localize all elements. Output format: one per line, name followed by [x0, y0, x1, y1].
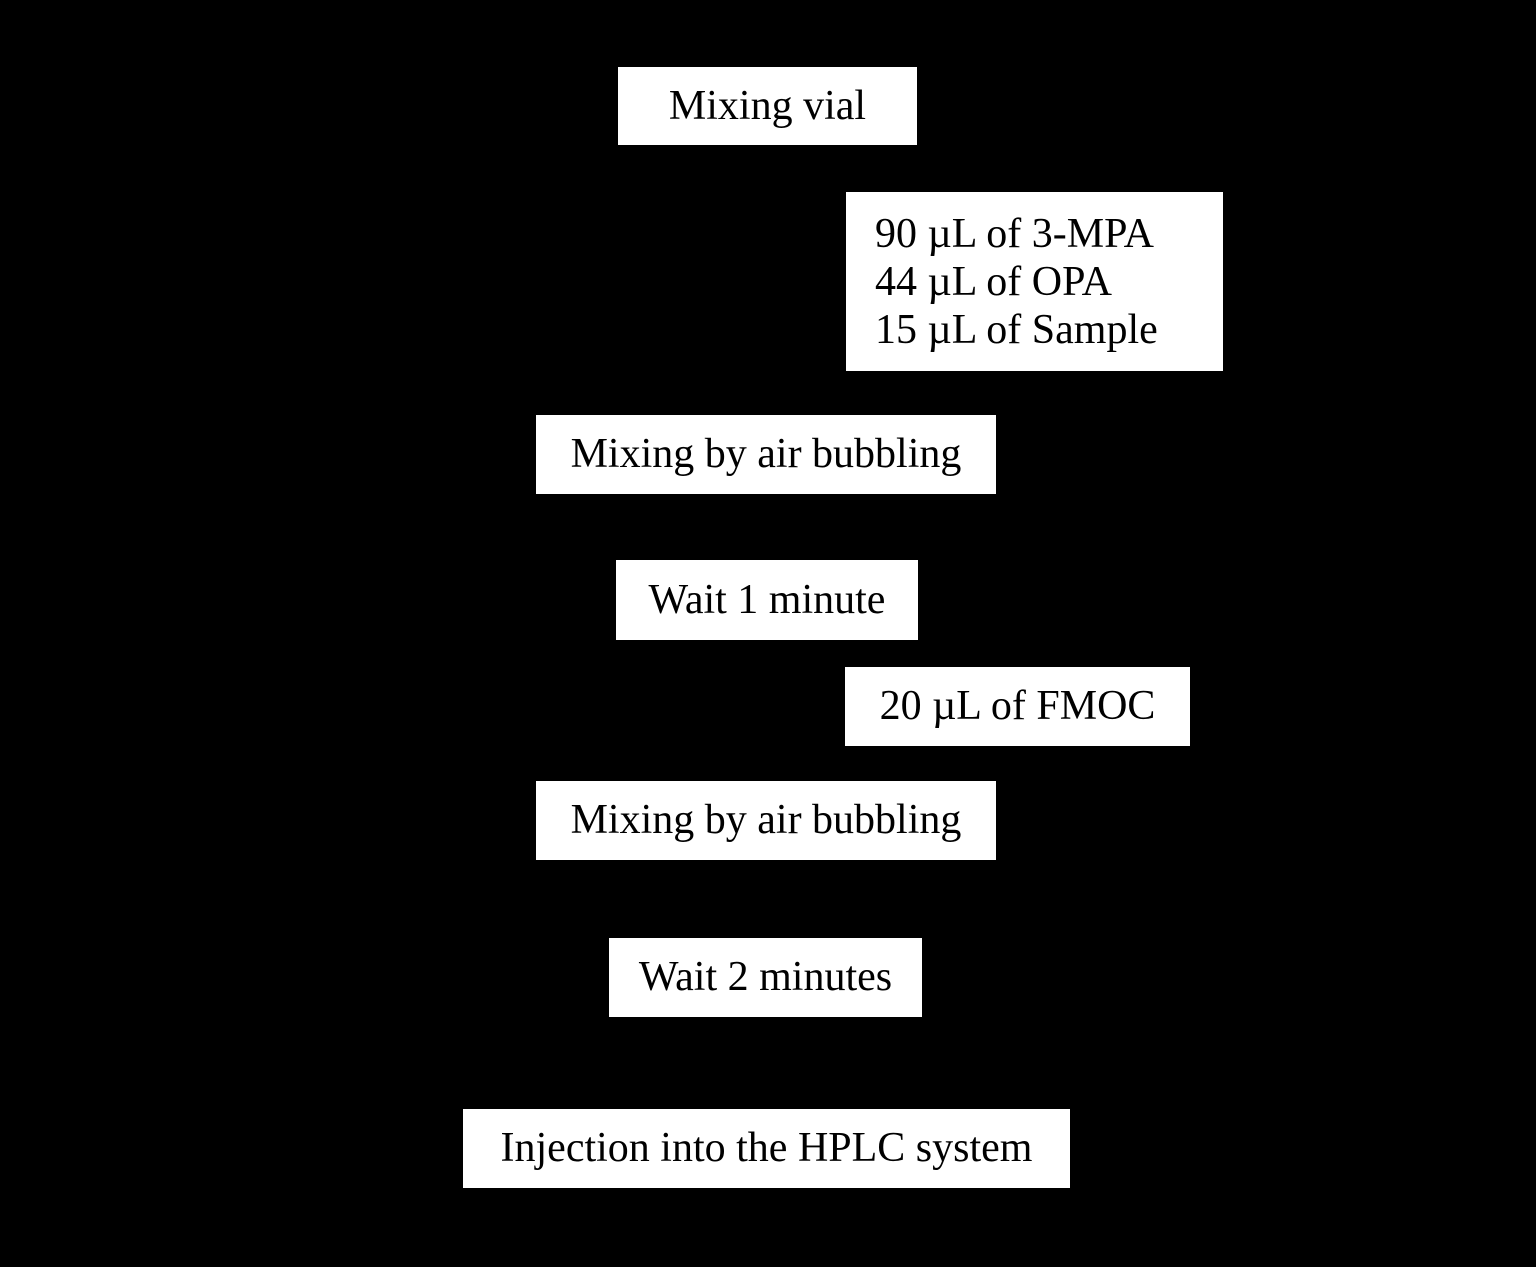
flow-box-label: Wait 1 minute — [648, 576, 886, 623]
flow-box-mixing-by-air-bubbling-2: Mixing by air bubbling — [536, 781, 996, 860]
flow-box-injection-hplc: Injection into the HPLC system — [463, 1109, 1070, 1188]
flow-box-label: Mixing vial — [668, 82, 867, 129]
reagent-line-opa: 44 µL of OPA — [875, 258, 1112, 305]
flow-box-label: Mixing by air bubbling — [570, 797, 962, 844]
flow-box-reagents: 90 µL of 3-MPA 44 µL of OPA 15 µL of Sam… — [846, 192, 1223, 371]
flow-box-wait-2-minutes: Wait 2 minutes — [609, 938, 922, 1017]
flow-box-label: 20 µL of FMOC — [879, 683, 1156, 730]
reagent-line-3mpa: 90 µL of 3-MPA — [875, 210, 1154, 257]
flow-box-wait-1-minute: Wait 1 minute — [616, 560, 918, 640]
flow-box-mixing-by-air-bubbling-1: Mixing by air bubbling — [536, 415, 996, 494]
flow-box-mixing-vial: Mixing vial — [618, 67, 917, 145]
reagent-line-sample: 15 µL of Sample — [875, 306, 1158, 353]
flow-box-label: Injection into the HPLC system — [500, 1125, 1033, 1172]
flow-box-label: Mixing by air bubbling — [570, 431, 962, 478]
flow-box-fmoc: 20 µL of FMOC — [845, 667, 1190, 746]
flow-box-label: Wait 2 minutes — [638, 954, 893, 1001]
